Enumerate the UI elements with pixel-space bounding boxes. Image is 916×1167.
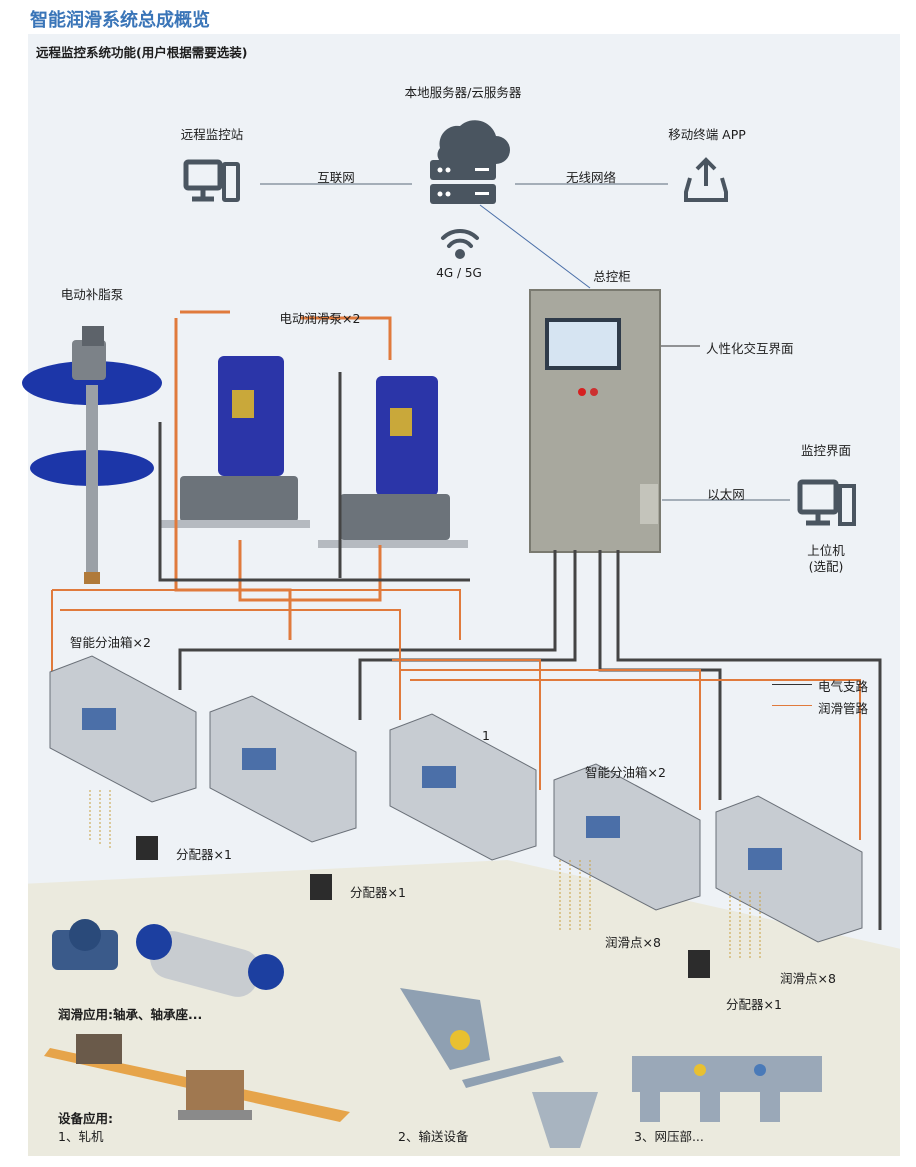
wifi-icon [441, 228, 479, 259]
oil-box-1 [49, 655, 197, 803]
distributor-2-label: 分配器×1 [350, 885, 406, 900]
legend-electric-label: 电气支路 [818, 679, 869, 694]
grease-pump-illustration [22, 326, 162, 584]
legend-electric-line [772, 684, 812, 685]
legend-lube-label: 润滑管路 [818, 701, 869, 716]
hmi-label: 人性化交互界面 [706, 341, 794, 356]
distributor-3-label: 分配器×1 [726, 997, 782, 1012]
host-pc-label: 上位机 [807, 543, 845, 558]
oil-box-3 [389, 713, 537, 861]
lube-pump-2 [318, 376, 468, 548]
cloud-server-icon [430, 120, 510, 204]
cellular-label: 4G / 5G [436, 266, 482, 280]
equipment-2-label: 2、输送设备 [398, 1129, 469, 1144]
cabinet-label: 总控柜 [593, 269, 631, 284]
wireless-label: 无线网络 [565, 170, 617, 185]
press-section-illustration [632, 1056, 822, 1122]
host-pc-icon [797, 479, 856, 526]
grease-pump-label: 电动补脂泵 [60, 287, 124, 302]
oil-box-2 [209, 695, 357, 843]
distributor-block-1 [136, 836, 158, 860]
upload-icon [684, 157, 728, 202]
remote-station-label: 远程监控站 [180, 127, 244, 142]
oil-box-a-label: 智能分油箱×2 [70, 635, 151, 650]
control-cabinet [529, 289, 661, 553]
distributor-block-3 [688, 950, 710, 978]
lube-pumps-label: 电动润滑泵×2 [279, 311, 361, 326]
lube-point-lines [89, 790, 761, 960]
lube-points-2-label: 润滑点×8 [780, 971, 836, 986]
rolling-mill-illustration [44, 1034, 350, 1122]
distributor-block-2 [310, 874, 332, 900]
monitor-ui-label: 监控界面 [800, 443, 852, 458]
ethernet-label: 以太网 [707, 487, 745, 502]
internet-label: 互联网 [317, 170, 355, 185]
equipment-3-label: 3、网压部... [634, 1129, 704, 1144]
server-label: 本地服务器/云服务器 [404, 85, 522, 100]
host-pc-note: (选配) [808, 559, 844, 574]
mobile-label: 移动终端 APP [668, 127, 746, 142]
computer-icon [183, 159, 240, 202]
lube-points-1-label: 润滑点×8 [605, 935, 661, 950]
remote-section-title: 远程监控系统功能(用户根据需要选装) [36, 45, 248, 60]
lube-application-label: 润滑应用:轴承、轴承座... [58, 1007, 203, 1022]
page-title: 智能润滑系统总成概览 [30, 10, 210, 31]
bearing-illustration [52, 919, 284, 997]
oil-box-b-label: 智能分油箱×2 [585, 765, 666, 780]
conveyor-illustration [400, 988, 598, 1148]
oil-box-4 [553, 763, 701, 911]
legend-lube-line [772, 705, 812, 706]
equipment-title: 设备应用: [58, 1111, 113, 1126]
server-cabinet-link [479, 204, 591, 289]
oil-box-number: 1 [482, 728, 490, 743]
equipment-1-label: 1、轧机 [58, 1129, 104, 1144]
distributor-1-label: 分配器×1 [176, 847, 232, 862]
oil-box-5 [715, 795, 863, 943]
lube-pump-1 [160, 356, 310, 528]
